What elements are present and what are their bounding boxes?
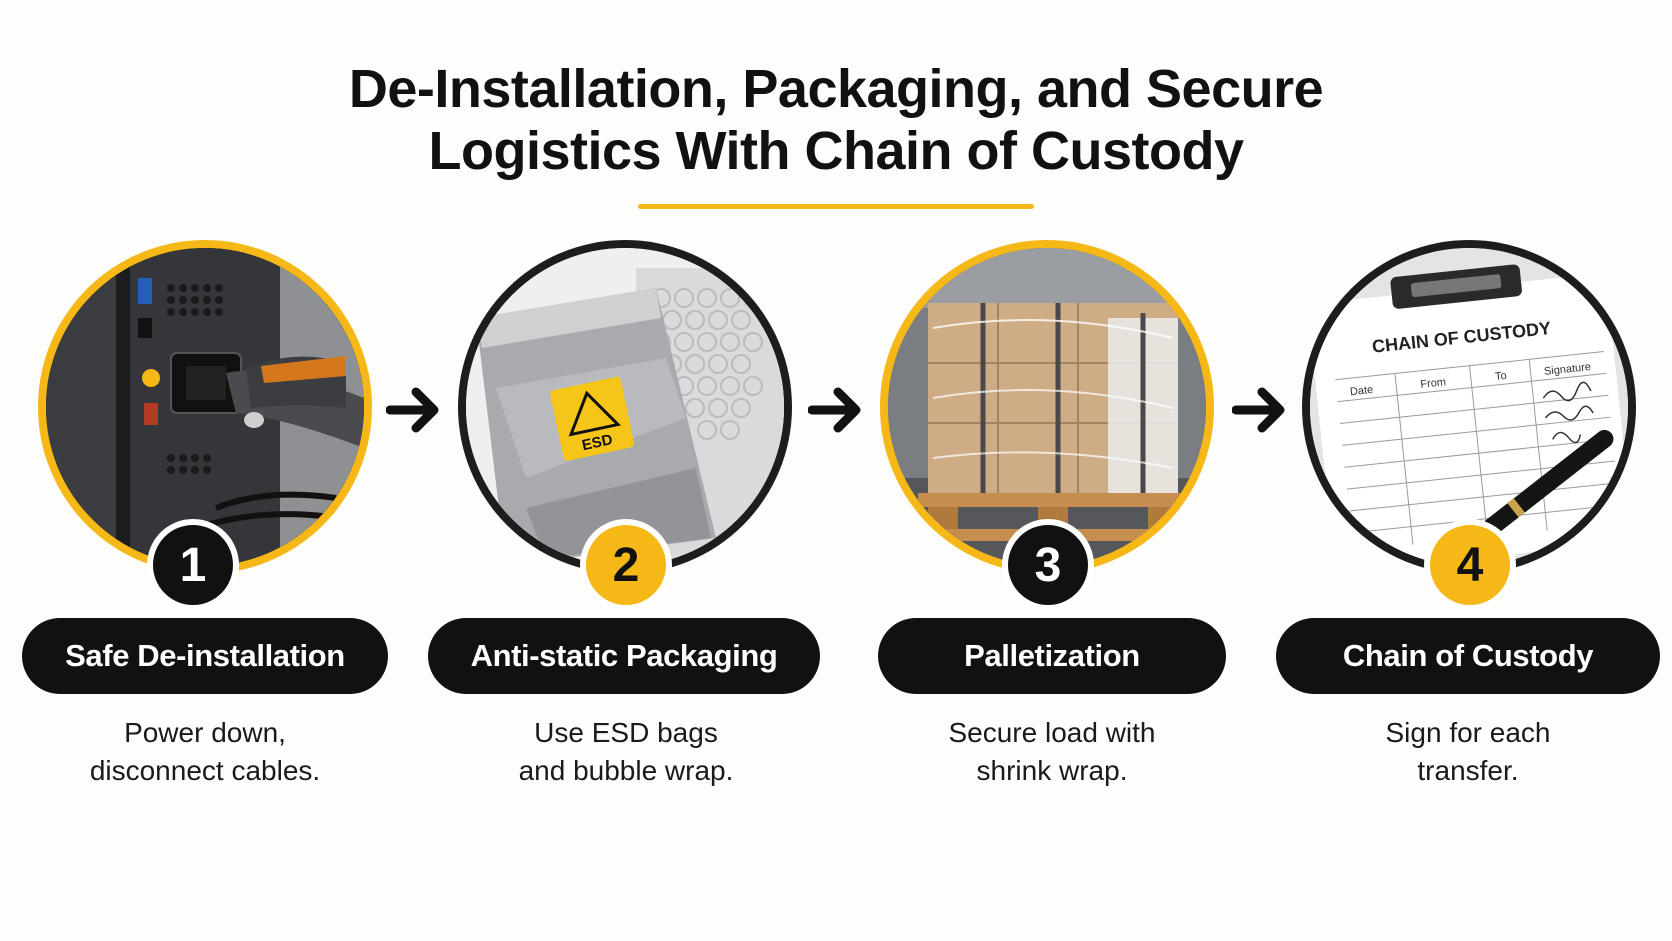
step-2-desc-line-2: and bubble wrap. bbox=[518, 755, 734, 786]
step-2-image-frame: ESD bbox=[458, 240, 792, 574]
form-col-signature: Signature bbox=[1543, 361, 1591, 378]
server-illustration bbox=[46, 248, 364, 566]
step-3-desc-line-1: Secure load with bbox=[948, 717, 1156, 748]
step-3-title: Palletization bbox=[878, 618, 1226, 694]
server-power-cable-photo bbox=[46, 248, 364, 566]
step-2: ESD 2 Anti-static Packaging Use ESD bags… bbox=[0, 0, 820, 941]
step-4-desc-line-1: Sign for each bbox=[1385, 717, 1551, 748]
step-4-description: Sign for each transfer. bbox=[1278, 714, 1658, 790]
step-1-number-badge: 1 bbox=[147, 519, 239, 611]
title-underline bbox=[638, 204, 1034, 209]
step-3: 3 Palletization Secure load with shrink … bbox=[0, 0, 1226, 941]
arrow-right-icon bbox=[386, 387, 439, 433]
step-1-title: Safe De-installation bbox=[22, 618, 388, 694]
title-line-2: Logistics With Chain of Custody bbox=[428, 121, 1245, 181]
form-col-date: Date bbox=[1349, 384, 1373, 398]
step-2-desc-line-1: Use ESD bags bbox=[534, 717, 718, 748]
form-col-from: From bbox=[1420, 376, 1447, 391]
step-1-description: Power down, disconnect cables. bbox=[15, 714, 395, 790]
step-2-description: Use ESD bags and bubble wrap. bbox=[436, 714, 816, 790]
step-4-number-badge: 4 bbox=[1424, 519, 1516, 611]
step-3-desc-line-2: shrink wrap. bbox=[976, 755, 1128, 786]
esd-label-text: ESD bbox=[580, 431, 614, 454]
page-title: De-Installation, Packaging, and Secure L… bbox=[0, 58, 1672, 182]
step-4-desc-line-2: transfer. bbox=[1417, 755, 1519, 786]
step-1-image-frame bbox=[38, 240, 372, 574]
esd-bag-illustration: ESD bbox=[466, 248, 784, 566]
step-3-image-frame bbox=[880, 240, 1214, 574]
arrow-right-icon bbox=[1232, 387, 1285, 433]
step-4-title: Chain of Custody bbox=[1276, 618, 1660, 694]
step-1-desc-line-2: disconnect cables. bbox=[89, 755, 321, 786]
custody-form-clipboard-photo: CHAIN OF CUSTODY Date bbox=[1310, 248, 1628, 566]
esd-bag-bubble-wrap-photo: ESD bbox=[466, 248, 784, 566]
custody-form-illustration: CHAIN OF CUSTODY Date bbox=[1310, 248, 1628, 566]
title-line-1: De-Installation, Packaging, and Secure bbox=[348, 59, 1324, 119]
step-4-image-frame: CHAIN OF CUSTODY Date bbox=[1302, 240, 1636, 574]
shrink-wrapped-pallet-photo bbox=[888, 248, 1206, 566]
step-1: 1 Safe De-installation Power down, disco… bbox=[0, 0, 420, 941]
arrow-right-icon bbox=[808, 387, 861, 433]
step-1-desc-line-1: Power down, bbox=[124, 717, 286, 748]
step-3-number-badge: 3 bbox=[1002, 519, 1094, 611]
form-col-to: To bbox=[1494, 370, 1507, 383]
step-2-number-badge: 2 bbox=[580, 519, 672, 611]
step-2-title: Anti-static Packaging bbox=[428, 618, 820, 694]
step-3-description: Secure load with shrink wrap. bbox=[862, 714, 1242, 790]
